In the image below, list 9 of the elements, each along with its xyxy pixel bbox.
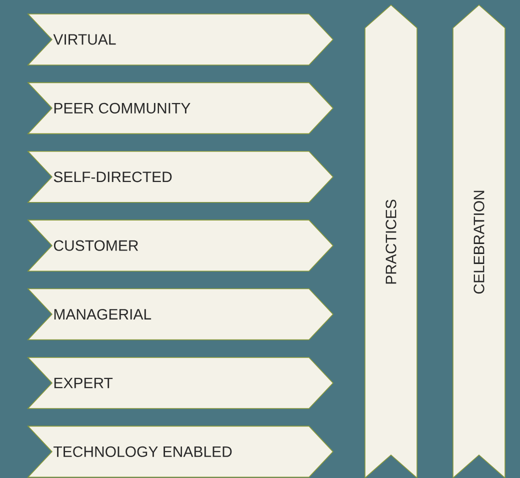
chevron-box: EXPERT — [27, 357, 334, 409]
chevron-box: TECHNOLOGY ENABLED — [27, 426, 334, 478]
chevron-box: PEER COMMUNITY — [27, 82, 334, 134]
chevron-box: CUSTOMER — [27, 220, 334, 272]
chevron-box: SELF-DIRECTED — [27, 150, 334, 203]
vertical-chevron-box: CELEBRATION — [452, 4, 506, 478]
vertical-chevron-box: PRACTICES — [364, 4, 418, 478]
chevron-box: VIRTUAL — [27, 14, 334, 66]
chevron-box: MANAGERIAL — [27, 288, 334, 340]
